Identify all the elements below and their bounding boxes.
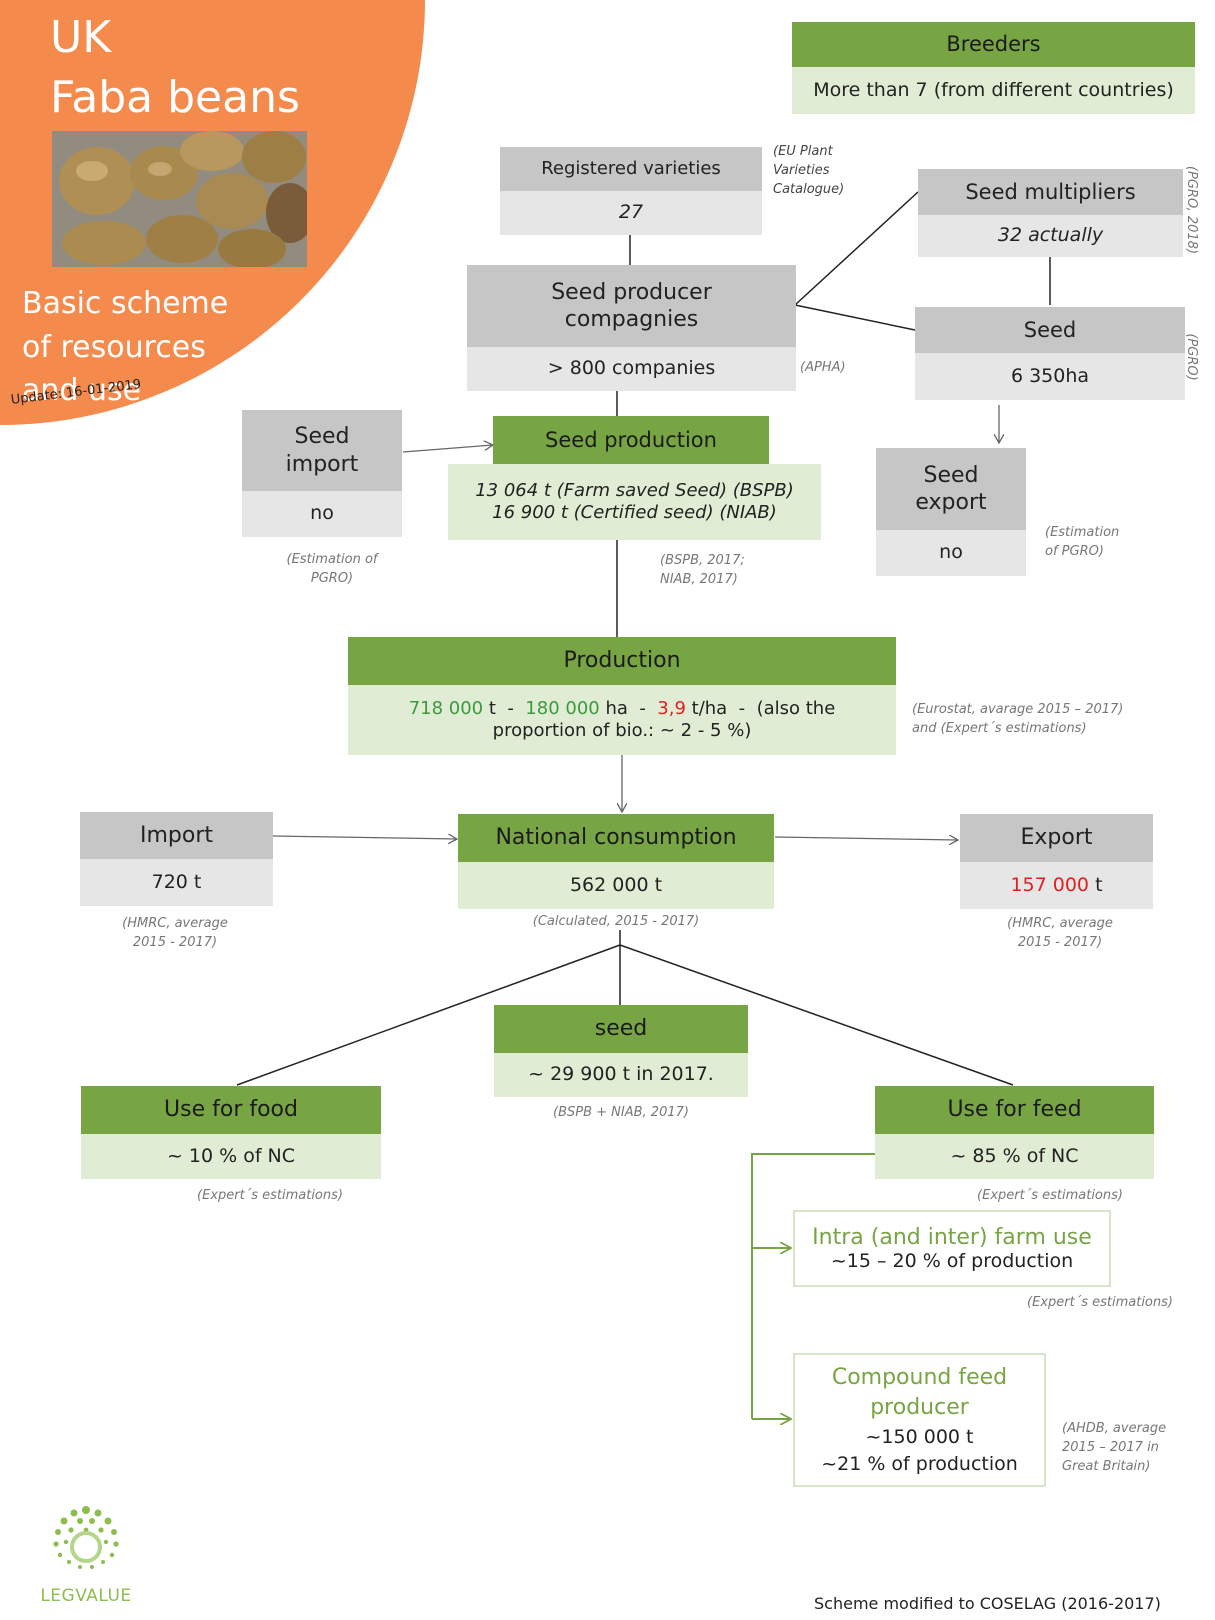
national-consumption-source: (Calculated, 2015 - 2017): [532, 914, 700, 929]
compound-feed-source: (AHDB, average 2015 – 2017 in Great Brit…: [1062, 1421, 1167, 1474]
legvalue-logo-text: LEGVALUE: [40, 1586, 132, 1606]
compound-feed-box: Compound feed producer ~150 000 t ~21 % …: [793, 1353, 1046, 1487]
seed-production-value: 13 064 t (Farm saved Seed) (BSPB) 16 900…: [448, 464, 821, 540]
import-title: Import: [80, 812, 273, 859]
title-line-country: UK: [50, 12, 112, 63]
subtitle-line-3: and use: [22, 373, 142, 408]
compound-feed-title-1: Compound feed: [831, 1364, 1008, 1390]
seed-multipliers-title: Seed multipliers: [918, 169, 1183, 215]
food-use-value: ~ 10 % of NC: [81, 1134, 381, 1179]
national-consumption-value: 562 000 t: [458, 862, 774, 909]
seed-import-value: no: [242, 491, 402, 537]
seed-producer-value: > 800 companies: [467, 347, 796, 391]
registered-varieties-source: (EU Plant Varieties Catalogue): [773, 144, 845, 197]
food-use-title: Use for food: [81, 1086, 381, 1134]
feed-use-value: ~ 85 % of NC: [875, 1134, 1154, 1179]
export-value: 157 000 t: [960, 862, 1153, 909]
export-source: (HMRC, average 2015 - 2017): [1007, 916, 1113, 950]
seed-producer-title: Seed producer compagnies: [467, 265, 796, 347]
production-value-line-1: 718 000 t - 180 000 ha - 3,9 t/ha - (als…: [408, 697, 836, 719]
seed-production-title: Seed production: [493, 416, 769, 464]
seed-production-source: (BSPB, 2017; NIAB, 2017): [660, 553, 745, 587]
food-use-source: (Expert´s estimations): [197, 1188, 343, 1203]
seed-area-value: 6 350ha: [915, 353, 1185, 400]
production-value-line-2: proportion of bio.: ~ 2 - 5 %): [492, 720, 752, 741]
subtitle-line-1: Basic scheme: [22, 286, 229, 321]
faba-beans-photo: [52, 131, 307, 267]
compound-feed-value-1: ~150 000 t: [865, 1426, 974, 1449]
production-source: (Eurostat, avarage 2015 – 2017) and (Exp…: [912, 702, 1124, 736]
feed-use-title: Use for feed: [875, 1086, 1154, 1134]
seed-multipliers-value: 32 actually: [918, 215, 1183, 257]
subtitle-line-2: of resources: [22, 329, 206, 365]
seed-use-title: seed: [494, 1005, 748, 1053]
seed-export-value: no: [876, 530, 1026, 576]
production-value: 718 000 t - 180 000 ha - 3,9 t/ha - (als…: [348, 685, 896, 755]
page-title: UK Faba beans: [50, 8, 300, 128]
seed-import-source: (Estimation of PGRO): [286, 552, 378, 586]
legvalue-logo-icon: [53, 1506, 119, 1569]
seed-multipliers-source: (PGRO, 2018): [1184, 165, 1199, 255]
production-tonnes: 718 000: [408, 697, 484, 719]
production-yield: 3,9: [657, 697, 686, 719]
legvalue-logo: LEGVALUE: [36, 1502, 136, 1612]
seed-export-title: Seed export: [876, 448, 1026, 530]
production-title: Production: [348, 637, 896, 685]
export-title: Export: [960, 814, 1153, 862]
intra-farm-use-title: Intra (and inter) farm use: [812, 1225, 1092, 1250]
seed-area-title: Seed: [915, 307, 1185, 353]
intra-farm-use-value: ~15 – 20 % of production: [830, 1250, 1074, 1272]
seed-export-source: (Estimation of PGRO): [1045, 525, 1120, 559]
seed-producer-source: (APHA): [800, 360, 846, 375]
seed-import-title: Seed import: [242, 410, 402, 491]
feed-use-source: (Expert´s estimations): [977, 1188, 1123, 1203]
breeders-value: More than 7 (from different countries): [792, 67, 1195, 114]
footer-note: Scheme modified to COSELAG (2016-2017): [814, 1594, 1161, 1613]
registered-varieties-value: 27: [500, 191, 762, 235]
seed-use-value: ~ 29 900 t in 2017.: [494, 1053, 748, 1097]
intra-farm-use-source: (Expert´s estimations): [1027, 1295, 1173, 1310]
compound-feed-value-2: ~21 % of production: [821, 1452, 1018, 1475]
import-value: 720 t: [80, 859, 273, 906]
import-source: (HMRC, average 2015 - 2017): [122, 916, 228, 950]
seed-area-source: (PGRO): [1184, 333, 1199, 381]
compound-feed-title-2: producer: [870, 1395, 969, 1421]
registered-varieties-title: Registered varieties: [500, 147, 762, 191]
intra-farm-use-box: Intra (and inter) farm use ~15 – 20 % of…: [793, 1210, 1111, 1287]
page-subtitle: Basic scheme of resources and use: [22, 282, 228, 413]
production-hectares: 180 000: [525, 697, 600, 719]
seed-use-source: (BSPB + NIAB, 2017): [553, 1105, 689, 1120]
title-line-crop: Faba beans: [50, 71, 300, 123]
breeders-title: Breeders: [792, 22, 1195, 67]
national-consumption-title: National consumption: [458, 814, 774, 862]
export-amount: 157 000: [1010, 873, 1090, 896]
